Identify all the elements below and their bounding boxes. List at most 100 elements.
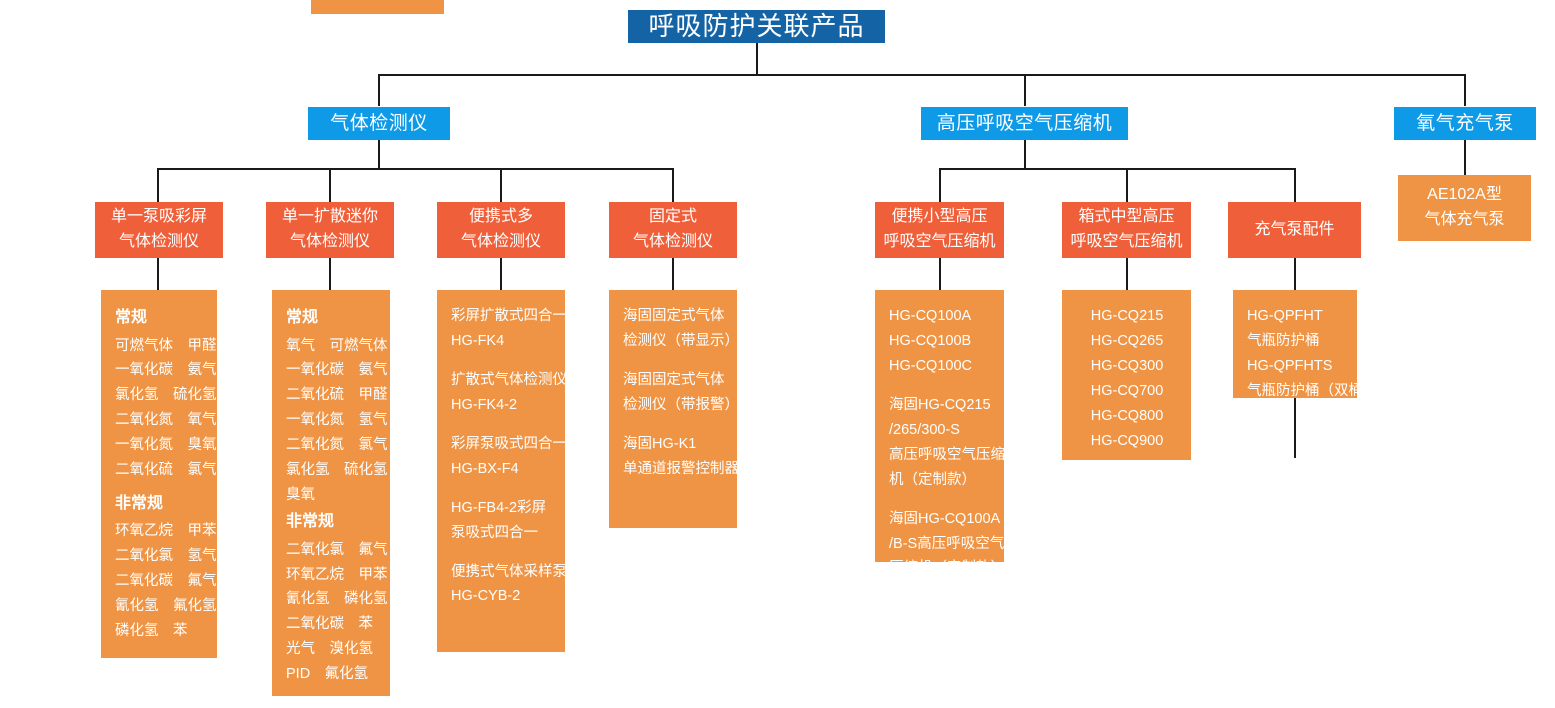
leaf-row: HG-CQ215 [1090,308,1164,324]
level3-label-line2: 气体检测仪 [460,233,541,250]
leaf-row: 二氧化碳 氟气 [115,573,217,590]
connector-level3-bus-left [157,168,674,170]
leaf-oxygen-pump-line1: AE102A型 [1427,186,1502,204]
leaf-single-pump-gases[interactable]: 常规 可燃气体 甲醛 一氧化碳 氨气 氯化氢 硫化氢 二氧化氮 氧气 一氧化氮 … [101,290,217,658]
leaf-oxygen-pump-line2: 气体充气泵 [1424,211,1505,228]
leaf-row: 氧气 可燃气体 [286,337,388,354]
level2-label-oxygen-pump: 氧气充气泵 [1416,112,1514,134]
leaf-row: 环氧乙烷 甲苯 [115,523,217,540]
level2-node-gas-detector[interactable]: 气体检测仪 [308,107,450,140]
leaf-fixed-models[interactable]: 海固固定式气体 检测仪（带显示） 海固固定式气体 检测仪（带报警） 海固HG-K… [609,290,739,528]
level3-label-line2: 呼吸空气压缩机 [1070,233,1183,250]
level3-label-line1: 固定式 [648,208,697,226]
leaf-row: 检测仪（带报警） [623,396,739,413]
leaf-row: HG-FK4-2 [451,396,518,413]
connector-gas-detector-stem [378,140,380,168]
leaf-box-compressor-models[interactable]: HG-CQ215 HG-CQ265 HG-CQ300 HG-CQ700 HG-C… [1062,290,1191,460]
leaf-row: 氰化氢 磷化氢 [286,591,388,608]
leaf-block: HG-CQ100A HG-CQ100B HG-CQ100C [889,304,991,379]
leaf-group-nonregular: 非常规 环氧乙烷 甲苯 二氧化氯 氢气 二氧化碳 氟气 氰化氢 氟化氢 磷化氢 … [115,490,217,644]
leaf-row: HG-CQ300 [1090,357,1164,374]
level3-node-single-pump[interactable]: 单一泵吸彩屏 气体检测仪 [95,202,223,258]
leaf-row: PID 氟化氢 [286,666,369,683]
leaf-row: 检测仪（带显示） [623,332,739,349]
leaf-row: /265/300-S [889,421,960,438]
leaf-block: 海固固定式气体 检测仪（带报警） [623,368,739,418]
connector-level2-bus [379,74,1466,76]
leaf-row: HG-CQ800 [1090,407,1164,424]
level2-label-compressor: 高压呼吸空气压缩机 [936,112,1113,134]
level3-label-line2: 气体检测仪 [118,233,199,250]
level3-node-box-compressor[interactable]: 箱式中型高压 呼吸空气压缩机 [1062,202,1191,258]
leaf-row: HG-BX-F4 [451,460,519,477]
leaf-group-title: 常规 [115,309,148,326]
leaf-group-title: 非常规 [115,494,164,512]
leaf-group-nonregular: 非常规 二氧化氯 氟气 环氧乙烷 甲苯 氰化氢 磷化氢 二氧化碳 苯 光气 溴化… [286,508,388,687]
leaf-single-diffusion-gases[interactable]: 常规 氧气 可燃气体 一氧化碳 氨气 二氧化硫 甲醛 一氧化氮 氢气 二氧化氮 … [272,290,390,696]
leaf-row: HG-QPFHT [1247,308,1323,324]
level3-label-line1: 便携式多 [468,208,533,226]
leaf-row: HG-CQ100A [889,308,971,324]
leaf-block: 扩散式气体检测仪 HG-FK4-2 [451,368,567,418]
leaf-row: 海固HG-CQ215 [889,396,991,413]
leaf-row: HG-CQ700 [1090,382,1164,399]
connector-drop-compressor [1024,74,1026,106]
leaf-row: 环氧乙烷 甲苯 [286,566,388,583]
leaf-row: 彩屏扩散式四合一 [451,308,567,324]
leaf-row: 可燃气体 甲醛 [115,337,217,354]
connector-root-stem [756,42,758,74]
leaf-oxygen-pump[interactable]: AE102A型 气体充气泵 [1398,175,1531,241]
level3-node-portable-multi[interactable]: 便携式多 气体检测仪 [437,202,565,258]
leaf-row: HG-CQ100B [889,332,972,349]
leaf-portable-compressor-models[interactable]: HG-CQ100A HG-CQ100B HG-CQ100C 海固HG-CQ215… [875,290,1005,576]
leaf-row: 二氧化氮 氯气 [286,437,388,454]
level3-label-line1: 箱式中型高压 [1078,208,1175,226]
leaf-row: 二氧化硫 氯气 [115,462,217,479]
level3-label-line2: 气体检测仪 [289,233,370,250]
level3-label-line1: 单一泵吸彩屏 [110,208,207,226]
leaf-row: HG-CQ100C [889,357,972,374]
leaf-block: 海固HG-CQ100A /B-S高压呼吸空气 压缩机（定制款） [889,507,1005,582]
leaf-block: HG-FB4-2彩屏 泵吸式四合一 [451,496,552,546]
leaf-row: 海固HG-CQ100A [889,510,1000,527]
leaf-row: 一氧化碳 氨气 [286,362,388,379]
leaf-block: 海固HG-K1 单通道报警控制器 [623,432,739,482]
root-node[interactable]: 呼吸防护关联产品 [628,10,885,43]
leaf-block: 彩屏泵吸式四合一 HG-BX-F4 [451,432,567,482]
leaf-row: 泵吸式四合一 [451,524,538,541]
leaf-block: 便携式气体采样泵 HG-CYB-2 [451,560,567,610]
leaf-row: 彩屏泵吸式四合一 [451,435,567,452]
leaf-row: 二氧化氮 氧气 [115,412,217,429]
connector-drop-oxygen-pump [1464,74,1466,106]
leaf-row: HG-FB4-2彩屏 [451,499,547,516]
level3-label-line1: 单一扩散迷你 [281,208,378,226]
leaf-block: 海固HG-CQ215 /265/300-S 高压呼吸空气压缩 机（定制款） [889,393,1005,493]
leaf-row: 一氧化碳 氨气 [115,362,217,379]
level3-node-single-diffusion[interactable]: 单一扩散迷你 气体检测仪 [266,202,394,258]
partial-top-box[interactable] [311,0,444,14]
level3-node-fixed[interactable]: 固定式 气体检测仪 [609,202,737,258]
connector-level3-bus-right [939,168,1295,170]
leaf-row: 二氧化氯 氢气 [115,548,217,565]
level3-node-pump-accessories[interactable]: 充气泵配件 [1228,202,1361,258]
root-label: 呼吸防护关联产品 [648,10,865,41]
connector-compressor-stem [1024,140,1026,168]
connector-drop-gas-detector [378,74,380,106]
leaf-portable-multi-models[interactable]: 彩屏扩散式四合一 HG-FK4 扩散式气体检测仪 HG-FK4-2 彩屏泵吸式四… [437,290,567,652]
leaf-row: 一氧化氮 臭氧 [115,437,217,454]
leaf-row: HG-CQ265 [1090,332,1164,349]
leaf-group-regular: 常规 可燃气体 甲醛 一氧化碳 氨气 氯化氢 硫化氢 二氧化氮 氧气 一氧化氮 … [115,304,217,483]
level2-label-gas-detector: 气体检测仪 [330,112,428,134]
leaf-pump-accessories-models[interactable]: HG-QPFHT 气瓶防护桶 HG-QPFHTS 气瓶防护桶（双桶） [1233,290,1378,399]
leaf-row: 氯化氢 硫化氢 [115,387,217,404]
leaf-row: 海固HG-K1 [623,435,697,452]
level2-node-compressor[interactable]: 高压呼吸空气压缩机 [921,107,1128,140]
leaf-row: HG-CQ900 [1090,432,1164,449]
leaf-group-title: 常规 [286,309,319,326]
leaf-group-regular: 常规 氧气 可燃气体 一氧化碳 氨气 二氧化硫 甲醛 一氧化氮 氢气 二氧化氮 … [286,304,388,508]
leaf-group-title: 非常规 [286,513,335,531]
leaf-row: 氯化氢 硫化氢 [286,462,388,479]
level3-node-portable-compressor[interactable]: 便携小型高压 呼吸空气压缩机 [875,202,1004,258]
leaf-row: 二氧化碳 苯 [286,616,373,633]
level2-node-oxygen-pump[interactable]: 氧气充气泵 [1394,107,1536,140]
